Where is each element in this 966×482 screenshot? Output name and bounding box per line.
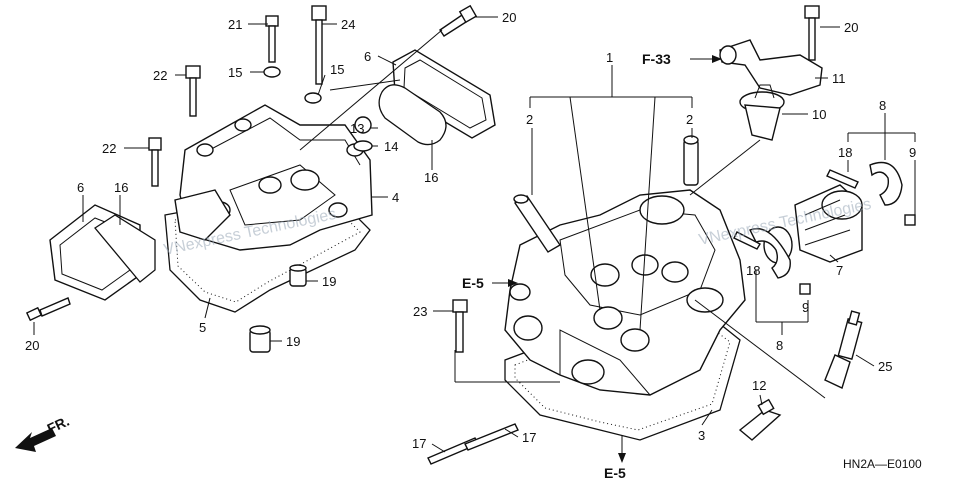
callout-8-lower: 8 [776,338,783,353]
callout-6-left: 6 [77,180,84,195]
arrow-e5-bottom-head [618,453,626,463]
stud-bolt-17-right [464,423,519,451]
callout-20-left: 20 [25,338,39,353]
cylinder-head-cover-group [25,4,496,353]
front-indicator-label: FR. [45,413,72,437]
callout-7: 7 [836,263,843,278]
callout-22-lower: 22 [102,141,116,156]
callout-15-left: 15 [228,65,242,80]
callout-9-upper: 9 [909,145,916,160]
callout-16-left: 16 [114,180,128,195]
side-gasket-top [378,84,447,146]
callout-20-right: 20 [844,20,858,35]
clamp-screw-18-lower [733,231,761,250]
callout-16-top: 16 [424,170,438,185]
dowel-pin-2-right [683,135,699,186]
washer-15-left [263,66,281,78]
ref-e5-left: E-5 [462,275,484,291]
callout-17-right: 17 [522,430,536,445]
callout-23: 23 [413,304,427,319]
callout-19-upper: 19 [322,274,336,289]
cylinder-head-group [427,135,782,465]
callout-22-upper: 22 [153,68,167,83]
washer-15-right [304,92,322,104]
cap-nut-13 [354,116,372,134]
callout-6-top: 6 [364,49,371,64]
temperature-sensor-12 [738,398,782,441]
callout-12: 12 [752,378,766,393]
callout-25: 25 [878,359,892,374]
bolt-24 [311,5,327,85]
bolt-23 [452,299,468,353]
callout-2-left: 2 [526,112,533,127]
callout-1: 1 [606,50,613,65]
thermostat-cover [719,39,823,96]
callout-3: 3 [698,428,705,443]
dowel-pin-2-left [513,194,561,253]
dowel-19-lower [249,325,271,353]
dowel-19-upper [289,264,307,287]
bolt-21 [265,15,279,63]
washer-14 [353,140,373,152]
callout-18-upper: 18 [838,145,852,160]
thermostat [739,84,785,141]
bolt-20-top [439,4,478,37]
callout-2-right: 2 [686,112,693,127]
callout-8-upper: 8 [879,98,886,113]
callout-4: 4 [392,190,399,205]
arrow-e5-left-head [508,279,518,287]
bolt-20-right [804,5,820,61]
bolt-20-left [25,297,71,322]
hose-clamp-upper [869,161,916,226]
front-arrow-icon [15,428,56,452]
leader-lines [33,16,916,453]
clamp-screw-18-upper [826,169,859,189]
callout-19-lower: 19 [286,334,300,349]
callout-15-right: 15 [330,62,344,77]
callout-21: 21 [228,17,242,32]
callout-13: 13 [350,121,364,136]
hose-clamp-lower [749,228,811,295]
ref-e5-bottom: E-5 [604,465,626,481]
ref-f33: F-33 [642,51,671,67]
side-gasket-left [94,214,156,283]
callout-24: 24 [341,17,355,32]
callout-9-lower: 9 [802,300,809,315]
callout-labels: 1 2 2 3 4 5 6 6 7 8 8 9 9 10 11 12 13 14… [25,10,916,451]
callout-11: 11 [832,71,846,86]
callout-18-lower: 18 [746,263,760,278]
arrow-f33-head [712,55,722,63]
spark-plug [824,310,863,389]
bolt-22-lower [148,137,162,187]
bolt-22-upper [185,65,201,117]
callout-17-left: 17 [412,436,426,451]
diagram-code: HN2A—E0100 [843,457,922,471]
thermostat-group [719,5,916,389]
callout-10: 10 [812,107,826,122]
callout-20-top: 20 [502,10,516,25]
reference-arrows [15,55,722,463]
callout-5: 5 [199,320,206,335]
callout-14: 14 [384,139,398,154]
